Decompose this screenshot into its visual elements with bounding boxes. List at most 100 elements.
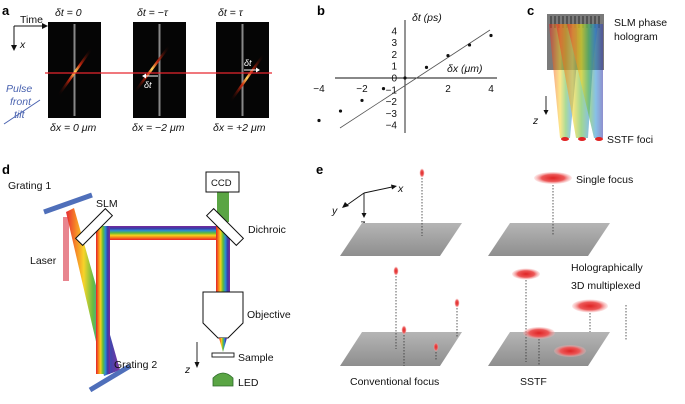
focus-single: [534, 172, 572, 184]
y-tick-label: −1: [386, 85, 398, 96]
single-focus-label: Single focus: [576, 174, 633, 186]
frame-3-inset: δt: [244, 58, 252, 68]
beam-horizontal: [96, 226, 230, 240]
data-point: [424, 65, 429, 69]
y-tick-label: 2: [391, 50, 397, 61]
dichroic-label: Dichroic: [248, 224, 286, 236]
conventional-focus-label: Conventional focus: [350, 376, 439, 388]
tilt-word-2: front: [10, 96, 32, 108]
holographic-line-1: Holographically: [571, 262, 644, 274]
y-tick-label: 4: [391, 26, 397, 37]
z-label-d: z: [184, 364, 191, 376]
trend-line: [339, 29, 491, 129]
panel-a: a Time x Pulse front tilt δt = 0 δt = −τ…: [2, 3, 272, 134]
axes-e: x y z: [331, 183, 404, 230]
x-tick-labels: −4 −2 2 4: [313, 84, 494, 95]
frame-3-title: δt = τ: [218, 7, 244, 19]
frame-3-offset: δx = +2 μm: [213, 122, 266, 134]
ccd-camera: [205, 171, 240, 193]
data-points: [317, 33, 493, 123]
panel-d: d Grating 1 SLM Laser Grating 2 CCD Dich…: [2, 162, 291, 393]
sample-slide: [211, 352, 235, 358]
plane-bottom-right: [488, 332, 610, 366]
x-tick-label: 2: [445, 84, 451, 95]
frame-1-offset: δx = 0 μm: [50, 122, 97, 134]
data-point: [360, 98, 364, 103]
tilt-word-1: Pulse: [6, 83, 32, 95]
data-point: [446, 53, 450, 58]
time-label: Time: [20, 14, 43, 26]
data-point: [317, 118, 321, 123]
y-axis-title: δt (ps): [412, 12, 442, 24]
plane-top-right: [488, 223, 610, 256]
data-point: [338, 109, 343, 113]
panel-c: c SLM phase hologram z SSTF f: [527, 3, 667, 146]
tilt-word-3: tilt: [14, 109, 26, 121]
panel-letter-c: c: [527, 3, 534, 18]
objective-lens: [202, 291, 244, 339]
panel-letter-d: d: [2, 162, 10, 177]
x-label-e: x: [397, 183, 404, 195]
sstf-label: SSTF: [520, 376, 547, 388]
y-tick-label: −4: [386, 121, 398, 132]
beam-vertical-left: [96, 226, 110, 374]
sstf-foci-label: SSTF foci: [607, 134, 653, 146]
y-tick-label: −2: [386, 97, 398, 108]
data-point: [381, 87, 386, 91]
holographic-label: Holographically 3D multiplexed: [571, 262, 646, 292]
y-tick-label: 1: [391, 62, 397, 73]
frame-2-inset: δt: [144, 80, 152, 90]
hologram-label-line-2: hologram: [614, 31, 658, 43]
grating-2-label: Grating 2: [114, 359, 157, 371]
sample-label: Sample: [238, 352, 274, 364]
x-axis-label-a: x: [19, 39, 26, 51]
focus-top-left: [419, 168, 425, 178]
laser-beam: [63, 217, 69, 281]
frame-2-title: δt = −τ: [137, 7, 169, 19]
panel-letter-b: b: [317, 3, 325, 18]
data-point: [403, 76, 407, 80]
pulse-front-tilt-label: Pulse front tilt: [6, 83, 35, 121]
focus-cone: [219, 338, 227, 352]
tilt-pointer: [3, 99, 41, 125]
y-tick-label: 0: [391, 74, 397, 85]
plane-top-left: [340, 223, 462, 256]
time-axis: Time x: [11, 14, 48, 51]
panel-e: e x y z Single focus Co: [316, 162, 646, 388]
slm-element: [74, 207, 114, 247]
led-label: LED: [238, 377, 259, 389]
beam-vertical-right: [216, 226, 230, 292]
holographic-line-2: 3D multiplexed: [571, 280, 641, 292]
hologram-label-line-1: SLM phase: [614, 17, 667, 29]
frame-1: [48, 22, 101, 118]
y-label-e: y: [331, 205, 338, 217]
y-tick-label: 3: [391, 38, 397, 49]
frame-2-offset: δx = −2 μm: [132, 122, 185, 134]
panel-letter-a: a: [2, 3, 10, 18]
plane-bottom-left: [340, 332, 462, 366]
objective-label: Objective: [247, 309, 291, 321]
ccd-label: CCD: [211, 178, 232, 189]
frame-1-title: δt = 0: [55, 7, 82, 19]
grating-1-label: Grating 1: [8, 180, 51, 192]
x-tick-label: −2: [356, 84, 368, 95]
x-tick-label: −4: [313, 84, 325, 95]
slm-label: SLM: [96, 198, 118, 210]
y-tick-label: −3: [386, 109, 398, 120]
frame-3: δt: [216, 22, 269, 118]
led-source: [212, 372, 234, 387]
laser-label: Laser: [30, 255, 57, 267]
x-axis-title: δx (μm): [447, 63, 483, 75]
grating-2: [88, 363, 132, 393]
rainbow-fans: [549, 24, 603, 138]
data-point: [467, 43, 472, 47]
x-tick-label: 4: [488, 84, 494, 95]
frame-2: δt: [133, 22, 186, 118]
z-label-c: z: [532, 115, 539, 127]
dichroic-mirror: [205, 207, 245, 247]
sstf-focus-dots: [561, 137, 603, 141]
